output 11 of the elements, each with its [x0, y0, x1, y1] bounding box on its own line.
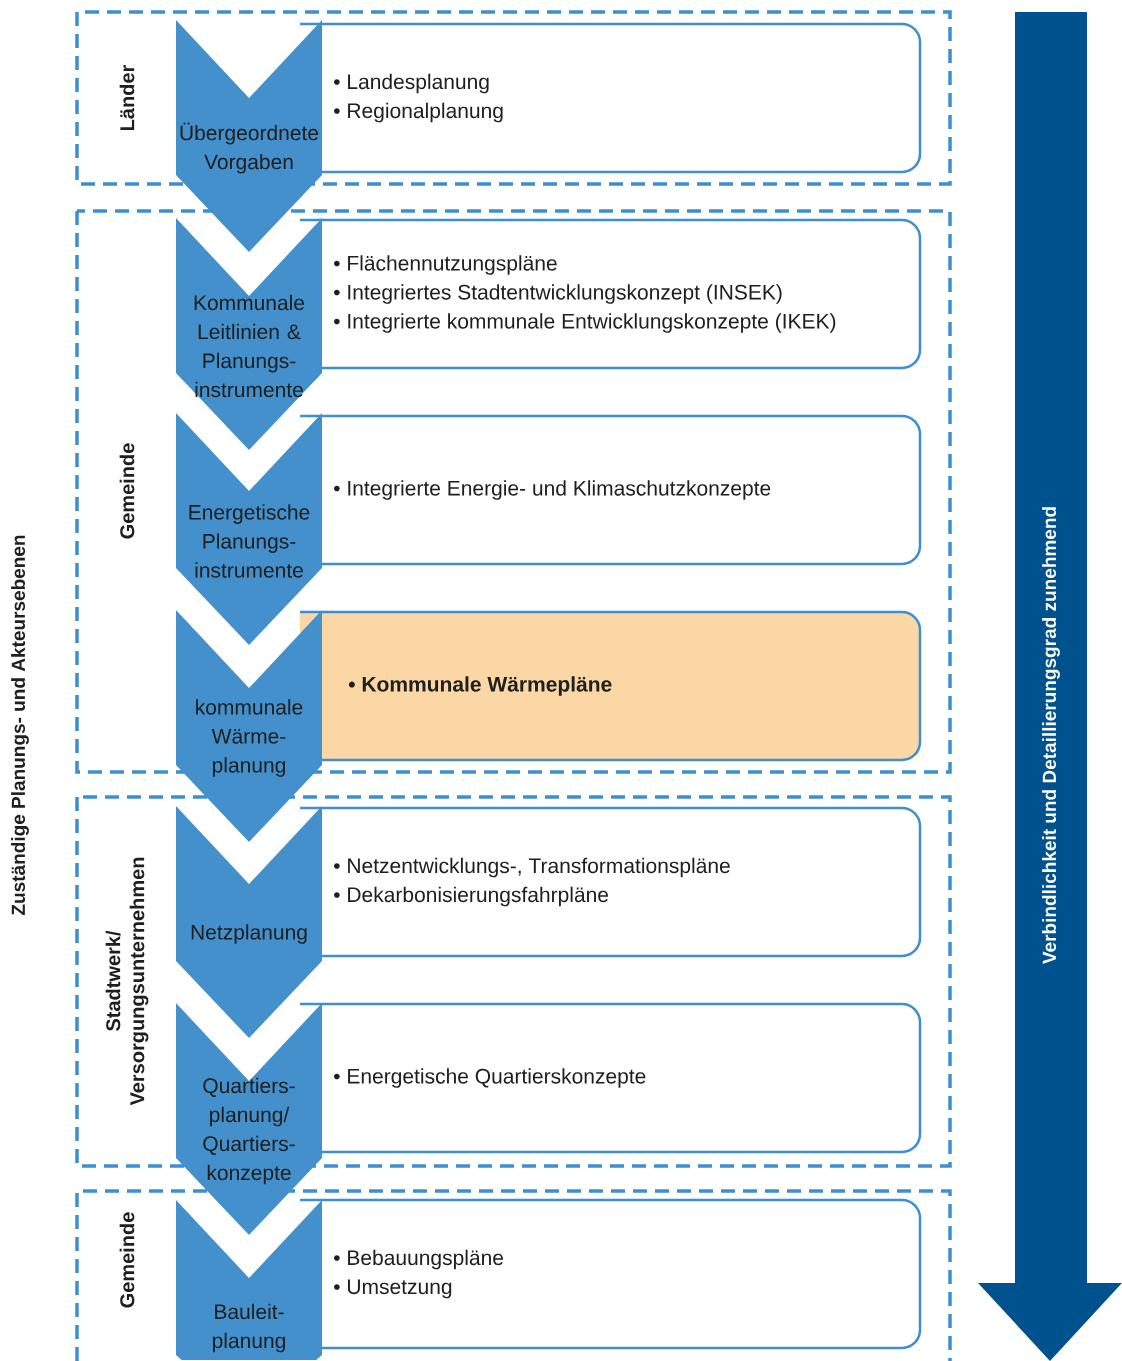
process-step: Quartiers- planung/ Quartiers- konzepte	[176, 1003, 322, 1235]
process-step: Netzplanung	[176, 806, 322, 1038]
process-step: Kommunale Leitlinien & Planungs- instrumente	[176, 218, 322, 450]
process-step: Bauleit- planung	[176, 1200, 322, 1360]
process-step: Übergeordnete Vorgaben	[176, 20, 322, 252]
process-step: Energetische Planungs- instrumente	[176, 413, 322, 645]
axis-label: Verbindlichkeit und Detaillierungsgrad zunehmend	[1042, 507, 1060, 964]
process-step: kommunale Wärme- planung	[176, 610, 322, 842]
text-box: • Bebauungspläne • Umsetzung	[300, 1198, 922, 1350]
axis-label: Zuständige Planungs- und Akteursebenen	[11, 535, 29, 915]
text-box: • Energetische Quartierskonzepte	[300, 1002, 922, 1154]
